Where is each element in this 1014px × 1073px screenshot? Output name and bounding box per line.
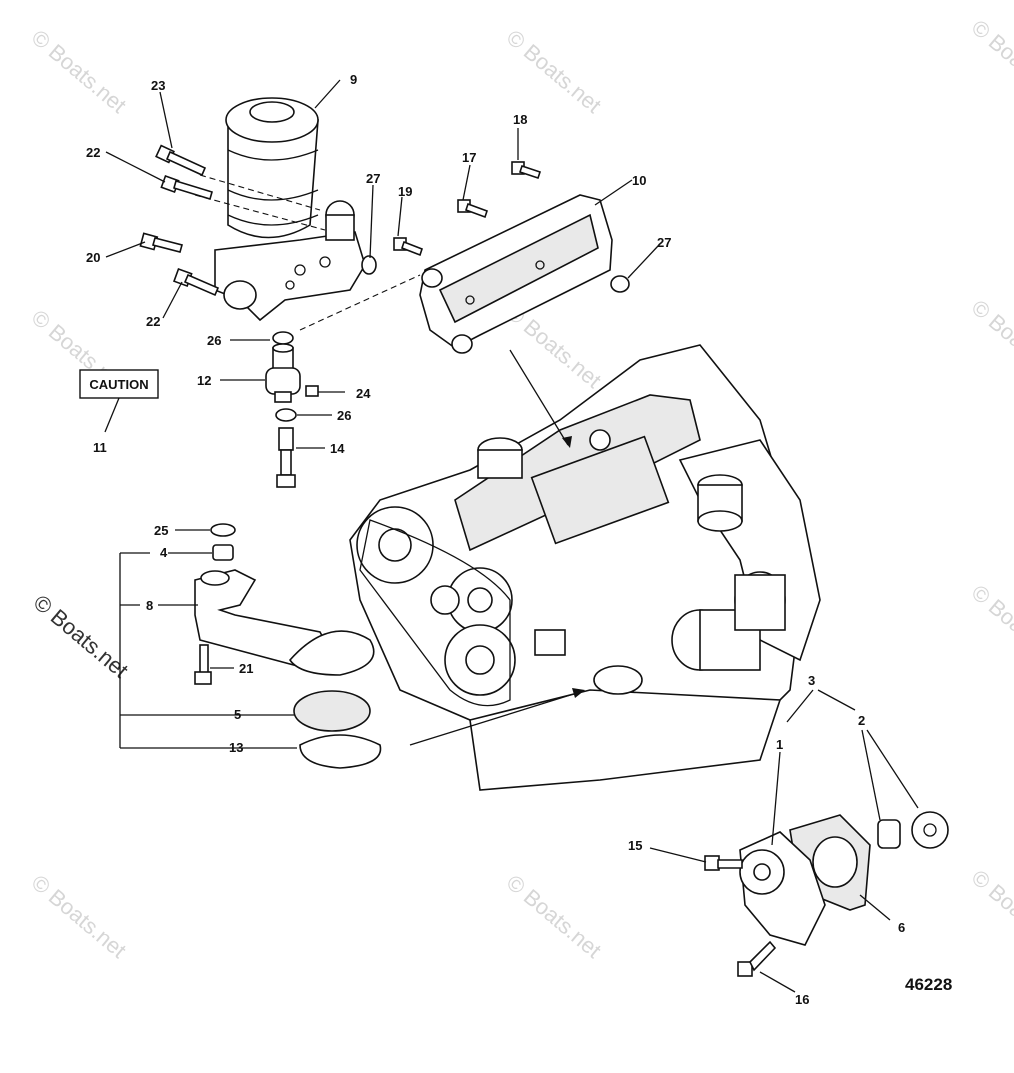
- figure-number: 46228: [905, 975, 952, 994]
- callout-26-lower: 26: [337, 408, 351, 423]
- callout-14: 14: [330, 441, 345, 456]
- callout-27-right: 27: [657, 235, 671, 250]
- callout-22-lower: 22: [146, 314, 160, 329]
- watermark: © Boats.net: [502, 25, 606, 118]
- callout-1: 1: [776, 737, 783, 752]
- callout-11: 11: [93, 440, 107, 455]
- callout-16: 16: [795, 992, 809, 1007]
- callout-leaders: [105, 79, 919, 993]
- oil-cooler-assembly: [299, 161, 630, 448]
- oil-filter-assembly: [194, 97, 366, 322]
- relief-valve-stack: [265, 331, 319, 488]
- callout-15: 15: [628, 838, 642, 853]
- callout-21: 21: [239, 661, 253, 676]
- watermark: © Boats.net: [967, 865, 1014, 958]
- callout-12: 12: [197, 373, 211, 388]
- callout-18: 18: [513, 112, 527, 127]
- callout-2: 2: [858, 713, 865, 728]
- callout-24: 24: [356, 386, 371, 401]
- callout-25: 25: [154, 523, 168, 538]
- watermark: © Boats.net: [967, 580, 1014, 673]
- callout-23: 23: [151, 78, 165, 93]
- callout-13: 13: [229, 740, 243, 755]
- oil-pump-assembly: [704, 811, 949, 977]
- callout-8: 8: [146, 598, 153, 613]
- callout-20: 20: [86, 250, 100, 265]
- callout-3: 3: [808, 673, 815, 688]
- callout-6: 6: [898, 920, 905, 935]
- callout-9: 9: [350, 72, 357, 87]
- watermark: © Boats.net: [29, 590, 133, 683]
- caution-tag: CAUTION: [79, 369, 159, 433]
- callout-19: 19: [398, 184, 412, 199]
- callout-4: 4: [160, 545, 168, 560]
- watermark: © Boats.net: [967, 15, 1014, 108]
- watermark: © Boats.net: [502, 870, 606, 963]
- callout-17: 17: [462, 150, 476, 165]
- watermark: © Boats.net: [27, 25, 131, 118]
- oil-pickup-assembly: [119, 523, 585, 769]
- callout-27-left: 27: [366, 171, 380, 186]
- callout-26-upper: 26: [207, 333, 221, 348]
- caution-label: CAUTION: [89, 377, 148, 392]
- engine-block-illustration: [349, 344, 821, 791]
- callout-22-upper: 22: [86, 145, 100, 160]
- callout-10: 10: [632, 173, 646, 188]
- callout-5: 5: [234, 707, 241, 722]
- watermark: © Boats.net: [967, 295, 1014, 388]
- adapter-bolts: [139, 144, 377, 297]
- watermark: © Boats.net: [27, 870, 131, 963]
- callout-numbers: 23 9 22 27 20 22 18 17 10 19 27 26 12 24…: [86, 72, 905, 1007]
